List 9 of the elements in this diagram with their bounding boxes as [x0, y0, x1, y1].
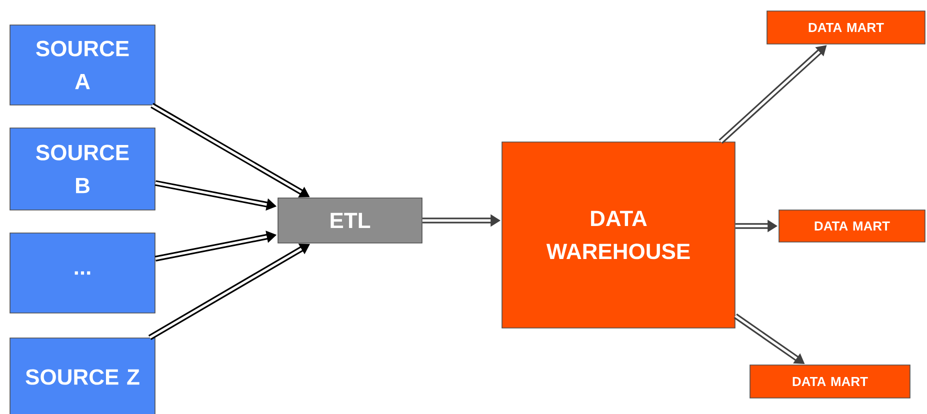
data-mart-box: DATA MART	[778, 210, 926, 242]
source-box: SOURCE Z	[10, 338, 156, 414]
warehouse-box: DATA WAREHOUSE	[502, 142, 736, 328]
source-box: SOURCE A	[10, 24, 156, 106]
etl-box: ETL	[278, 198, 422, 244]
data-mart-box: DATA MART	[750, 364, 910, 398]
source-box: ...	[10, 232, 156, 314]
source-box: SOURCE B	[10, 128, 156, 210]
data-mart-box: DATA MART	[766, 10, 926, 44]
